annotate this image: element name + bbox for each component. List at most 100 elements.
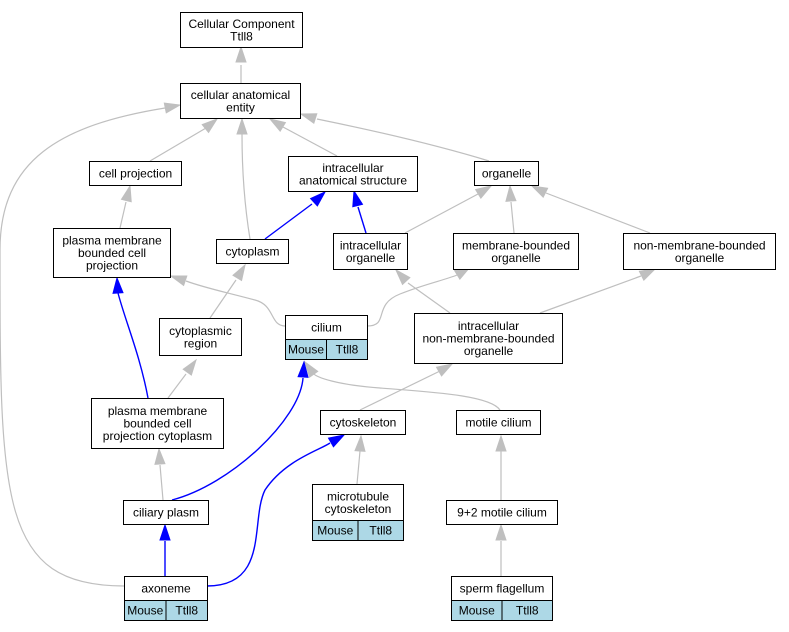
edge-plasma-membrane-bounded-cell-projection-cytoplasm-to-plasma-membrane-bounded-cell-projection [112, 276, 149, 399]
node-label-line: ciliary plasm [133, 506, 199, 520]
node-label-line: plasma membrane [62, 234, 162, 248]
node-label-line: organelle [464, 344, 514, 358]
node-label-line: anatomical structure [299, 173, 407, 187]
node-label-line: projection [86, 259, 138, 273]
edge-ciliary-plasm-to-plasma-membrane-bounded-cell-projection-cytoplasm [154, 447, 166, 501]
node-box [623, 233, 776, 270]
part-of-arrowhead [297, 360, 309, 378]
edge-cytoplasm-to-cellular-anatomical-entity [236, 117, 251, 240]
edge-intracellular-organelle-to-organelle [404, 185, 493, 234]
node-label-line: motile cilium [465, 416, 531, 430]
edge-cytoplasmic-region-to-cytoplasm [209, 263, 246, 319]
annotation-gene: Ttll8 [369, 524, 392, 538]
is-a-edge-line [510, 201, 515, 234]
node-label-line: sperm flagellum [460, 582, 545, 596]
is-a-arrowhead [638, 268, 657, 282]
is-a-edge-line [404, 193, 479, 234]
is-a-arrowhead [495, 523, 507, 541]
edge-cytoskeleton-to-intracellular-non-membrane-bounded-organelle [359, 363, 454, 411]
annotation-cell [326, 339, 368, 360]
is-a-arrowhead [235, 45, 247, 63]
node-box [453, 233, 579, 270]
node-label-line: microtubule [327, 489, 389, 503]
is-a-arrowhead [505, 184, 517, 202]
node-box [288, 156, 418, 192]
annotation-cell [165, 600, 208, 621]
annotation-species: Mouse [127, 604, 163, 618]
node-cytoskeleton[interactable]: cytoskeleton [320, 410, 406, 435]
node-label-line: organelle [675, 251, 725, 265]
node-label-line: cytoplasm [225, 245, 279, 259]
is-a-edge-line [185, 280, 286, 327]
node-intracellular-non-membrane-bounded-organelle[interactable]: intracellularnon-membrane-boundedorganel… [414, 313, 563, 364]
is-a-edge-line [167, 373, 187, 399]
node-label-line: organelle [491, 251, 541, 265]
node-label-line: Cellular Component [188, 17, 295, 31]
annotation-gene: Ttll8 [336, 343, 359, 357]
node-box [53, 228, 171, 278]
is-a-arrowhead [304, 360, 319, 378]
node-cytoplasm[interactable]: cytoplasm [216, 239, 289, 264]
edge-organelle-to-cellular-anatomical-entity [299, 113, 490, 162]
node-organelle[interactable]: organelle [474, 161, 539, 186]
edge-cilium-to-plasma-membrane-bounded-cell-projection [169, 275, 286, 327]
edge-axoneme-to-cytoskeleton [206, 434, 346, 587]
node-box [159, 318, 242, 356]
node-label-line: bounded cell [123, 417, 191, 431]
is-a-arrowhead [435, 363, 454, 377]
node-label-line: cell projection [99, 167, 172, 181]
is-a-edge-line [359, 370, 441, 411]
node-cell-projection[interactable]: cell projection [89, 161, 182, 186]
edge-plasma-membrane-bounded-cell-projection-to-cell-projection [119, 184, 132, 229]
node-label-line: Ttll8 [230, 29, 253, 43]
node-nine-plus-two-motile-cilium[interactable]: 9+2 motile cilium [446, 500, 558, 525]
edge-axoneme-to-cellular-anatomical-entity [0, 102, 182, 587]
edge-intracellular-anatomical-structure-to-cellular-anatomical-entity [268, 118, 338, 157]
is-a-edge-line [149, 127, 207, 162]
node-label-line: cellular anatomical [191, 88, 290, 102]
is-a-arrowhead [154, 447, 166, 465]
node-motile-cilium[interactable]: motile cilium [456, 410, 541, 435]
node-box [320, 410, 406, 435]
part-of-edge-line [117, 292, 149, 399]
node-label-line: cilium [311, 321, 342, 335]
node-label-line: intracellular [322, 161, 383, 175]
node-box [180, 83, 301, 119]
is-a-edge-line [356, 450, 361, 485]
is-a-edge-line [539, 275, 642, 314]
node-label-line: cytoplasmic [169, 324, 232, 338]
is-a-arrowhead [201, 117, 219, 134]
is-a-arrowhead [232, 263, 246, 282]
part-of-edge-line [357, 206, 367, 234]
annotation-cell [501, 600, 553, 621]
node-box [89, 161, 182, 186]
is-a-edge-line [119, 201, 127, 229]
node-ciliary-plasm[interactable]: ciliary plasm [123, 500, 209, 525]
node-label-line: axoneme [141, 582, 191, 596]
is-a-edge-line [241, 133, 251, 240]
node-label-line: non-membrane-bounded [633, 238, 765, 252]
is-a-edge-line [0, 107, 166, 587]
is-a-arrowhead [530, 185, 549, 199]
is-a-edge-line [316, 118, 490, 162]
edge-axoneme-to-ciliary-plasm [159, 523, 171, 576]
is-a-edge-line [545, 192, 651, 234]
node-label-line: intracellular [340, 238, 401, 252]
node-label-line: region [184, 336, 217, 350]
node-box [333, 233, 408, 270]
